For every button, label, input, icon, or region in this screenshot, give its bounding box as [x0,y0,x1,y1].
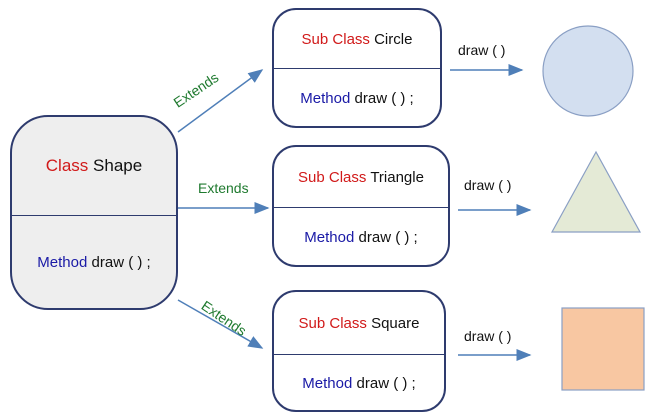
subclass-square-method: Method draw ( ) ; [302,374,416,392]
draw-label-circle: draw ( ) [458,42,506,58]
square-shape [561,307,645,391]
circle-shape [542,25,634,117]
draw-label-triangle: draw ( ) [464,177,512,193]
subclass-triangle-box: Sub Class Triangle Method draw ( ) ; [272,145,450,267]
subclass-square-box: Sub Class Square Method draw ( ) ; [272,290,446,412]
base-class-box: Class Shape Method draw ( ) ; [10,115,178,310]
subclass-circle-method: Method draw ( ) ; [300,89,414,107]
subclass-circle-divider [274,68,440,69]
base-class-method: Method draw ( ) ; [37,254,151,271]
extends-label-triangle: Extends [198,180,249,196]
subclass-triangle-title: Sub Class Triangle [298,168,424,186]
subclass-circle-box: Sub Class Circle Method draw ( ) ; [272,8,442,128]
subclass-triangle-method: Method draw ( ) ; [304,228,418,246]
subclass-square-divider [274,354,444,355]
subclass-circle-title: Sub Class Circle [301,30,413,48]
triangle-shape [550,150,642,233]
base-class-title: Class Shape [45,156,143,175]
subclass-triangle-divider [274,207,448,208]
extends-arrow-circle [177,69,264,133]
subclass-square-title: Sub Class Square [298,314,420,332]
draw-label-square: draw ( ) [464,328,512,344]
base-class-divider [12,215,176,216]
extends-arrow-square [177,299,264,349]
